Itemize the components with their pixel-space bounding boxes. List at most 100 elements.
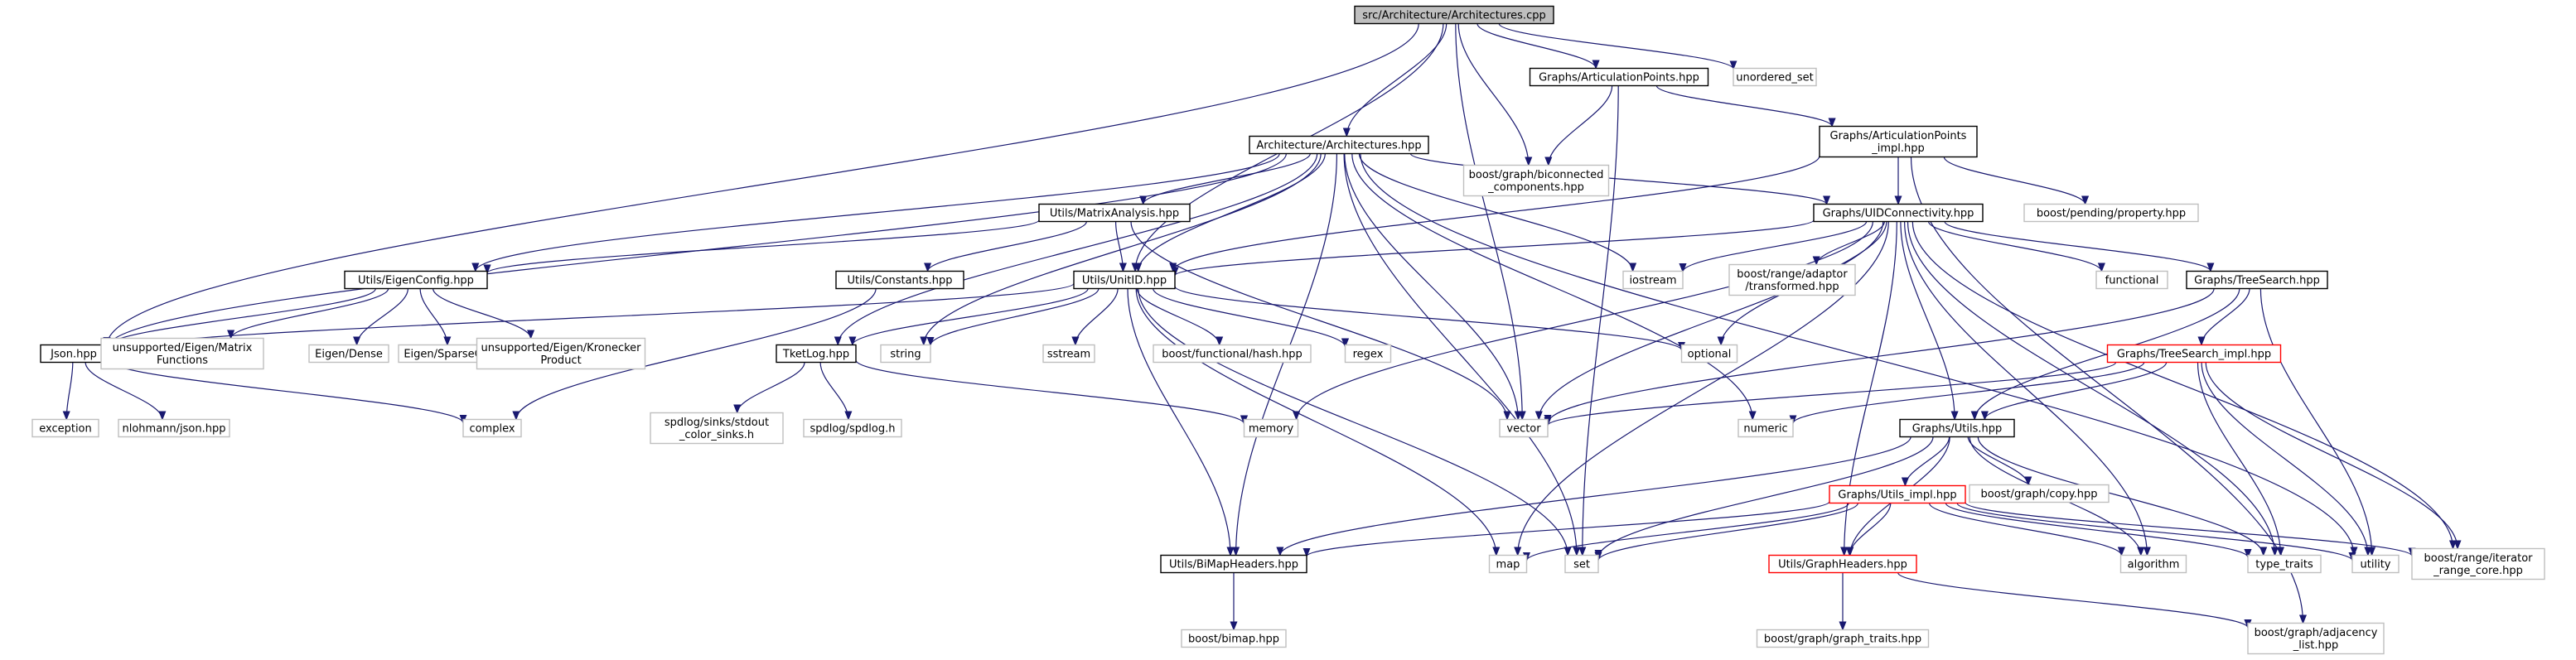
node-label: boost/range/iterator bbox=[2424, 552, 2533, 565]
node-exception: exception bbox=[31, 418, 99, 438]
node-box bbox=[2247, 554, 2322, 574]
node-label: _range_core.hpp bbox=[2433, 565, 2523, 577]
edge-tree_search-to-utility bbox=[2259, 288, 2371, 556]
node-label: spdlog/spdlog.h bbox=[810, 423, 896, 436]
node-tketlog[interactable]: TketLog.hpp bbox=[776, 344, 857, 364]
node-spdlog: spdlog/spdlog.h bbox=[803, 418, 902, 438]
node-box bbox=[1462, 164, 1610, 197]
edge-uid_connectivity-to-functional bbox=[1928, 221, 2102, 272]
node-box bbox=[2186, 270, 2328, 290]
node-box bbox=[476, 337, 646, 370]
edge-tree_search_impl-to-numeric bbox=[1793, 362, 2145, 424]
node-box bbox=[1344, 344, 1392, 364]
node-iterator-range-core: boost/range/iterator_range_core.hpp bbox=[2411, 547, 2545, 581]
node-matrix-analysis[interactable]: Utils/MatrixAnalysis.hpp bbox=[1038, 203, 1191, 223]
node-biconnected: boost/graph/biconnected_components.hpp bbox=[1462, 164, 1610, 197]
node-box bbox=[1899, 418, 2015, 438]
node-eigen-dense: Eigen/Dense bbox=[308, 344, 389, 364]
node-box bbox=[1249, 135, 1429, 155]
node-architectures-hpp[interactable]: Architecture/Architectures.hpp bbox=[1249, 135, 1429, 155]
node-tree-search[interactable]: Graphs/TreeSearch.hpp bbox=[2186, 270, 2328, 290]
edge-eigen_config-to-eigen_matrix_functions bbox=[231, 288, 389, 339]
edge-unit_id-to-functional_hash bbox=[1136, 288, 1219, 345]
edge-architectures_hpp-to-vector bbox=[1344, 153, 1518, 420]
node-bimap-headers[interactable]: Utils/BiMapHeaders.hpp bbox=[1160, 554, 1307, 574]
edges-layer bbox=[66, 22, 2458, 630]
edge-unit_id-to-string bbox=[930, 288, 1100, 346]
edge-uid_connectivity-to-graph_headers bbox=[1844, 221, 1897, 556]
edge-utils_impl-to-set bbox=[1598, 503, 1858, 561]
node-box bbox=[1153, 344, 1312, 364]
node-root[interactable]: src/Architecture/Architectures.cpp bbox=[1354, 5, 1554, 25]
edge-architectures_hpp-to-eigen_config bbox=[476, 153, 1280, 272]
edge-uid_connectivity-to-graphs_utils bbox=[1900, 221, 1955, 420]
edge-tree_search_impl-to-type_traits bbox=[2197, 362, 2281, 556]
edge-architectures_hpp-to-iostream bbox=[1358, 153, 1632, 272]
edge-architectures_hpp-to-matrix_analysis bbox=[1143, 153, 1311, 205]
edge-eigen_config-to-eigen_dense bbox=[357, 288, 408, 345]
node-label: unsupported/Eigen/Matrix bbox=[113, 342, 253, 354]
node-tree-search-impl[interactable]: Graphs/TreeSearch_impl.hpp bbox=[2106, 344, 2282, 364]
node-eigen-config[interactable]: Utils/EigenConfig.hpp bbox=[344, 270, 488, 290]
node-label: boost/graph/copy.hpp bbox=[1981, 489, 2098, 501]
node-label: boost/graph/biconnected bbox=[1469, 169, 1604, 181]
node-box bbox=[1756, 629, 1930, 648]
node-range-transformed: boost/range/adaptor/transformed.hpp bbox=[1728, 263, 1856, 296]
edge-utils_impl-to-map bbox=[1527, 503, 1849, 561]
edge-tree_search-to-tree_search_impl bbox=[2201, 288, 2250, 345]
edge-constants-to-complex bbox=[516, 288, 877, 420]
node-unit-id[interactable]: Utils/UnitID.hpp bbox=[1073, 270, 1176, 290]
node-box bbox=[31, 418, 99, 438]
node-label: Graphs/Utils_impl.hpp bbox=[1838, 489, 1956, 502]
edge-articulation_points-to-ap_impl bbox=[1655, 85, 1832, 127]
node-label: Utils/BiMapHeaders.hpp bbox=[1169, 559, 1298, 571]
node-label: boost/graph/graph_traits.hpp bbox=[1764, 634, 1921, 646]
edge-matrix_analysis-to-constants bbox=[928, 221, 1087, 272]
edge-json-to-exception bbox=[66, 362, 74, 420]
edge-root-to-biconnected bbox=[1457, 23, 1529, 166]
node-label: Architecture/Architectures.hpp bbox=[1256, 140, 1421, 152]
edge-graph_headers-to-adjacency_list bbox=[1897, 571, 2248, 629]
edge-matrix_analysis-to-unit_id bbox=[1115, 221, 1124, 272]
node-vector: vector bbox=[1499, 418, 1549, 438]
node-uid-connectivity[interactable]: Graphs/UIDConnectivity.hpp bbox=[1813, 203, 1984, 223]
node-label: _list.hpp bbox=[2293, 639, 2338, 652]
node-graph-headers[interactable]: Utils/GraphHeaders.hpp bbox=[1768, 554, 1917, 574]
node-utility: utility bbox=[2351, 554, 2400, 574]
node-label: set bbox=[1573, 559, 1590, 571]
node-constants[interactable]: Utils/Constants.hpp bbox=[835, 270, 964, 290]
node-map: map bbox=[1488, 554, 1528, 574]
node-label: Eigen/SparseCore bbox=[404, 349, 499, 361]
node-memory: memory bbox=[1243, 418, 1299, 438]
node-label: functional bbox=[2105, 275, 2159, 287]
node-articulation-points[interactable]: Graphs/ArticulationPoints.hpp bbox=[1529, 67, 1709, 87]
edge-tketlog-to-memory bbox=[855, 359, 1245, 424]
node-box bbox=[118, 418, 230, 438]
node-json[interactable]: Json.hpp bbox=[40, 344, 108, 364]
node-label: Graphs/UIDConnectivity.hpp bbox=[1823, 208, 1974, 220]
node-ap-impl[interactable]: Graphs/ArticulationPoints_impl.hpp bbox=[1819, 125, 1978, 158]
node-box bbox=[1499, 418, 1549, 438]
node-utils-impl[interactable]: Graphs/Utils_impl.hpp bbox=[1829, 484, 1966, 504]
edge-unit_id-to-sstream bbox=[1075, 288, 1119, 345]
edge-unit_id-to-map bbox=[1135, 288, 1496, 556]
node-label: Graphs/ArticulationPoints.hpp bbox=[1539, 72, 1699, 84]
node-label: TketLog.hpp bbox=[782, 349, 849, 361]
edge-tree_search_impl-to-utility bbox=[2201, 362, 2368, 556]
node-box bbox=[1737, 418, 1794, 438]
node-optional: optional bbox=[1680, 344, 1738, 364]
node-string: string bbox=[880, 344, 931, 364]
edge-utils_impl-to-bimap_headers bbox=[1307, 501, 1830, 557]
node-label: regex bbox=[1353, 349, 1384, 361]
edge-unit_id-to-set bbox=[1138, 288, 1568, 556]
node-label: Json.hpp bbox=[50, 349, 97, 361]
node-graphs-utils[interactable]: Graphs/Utils.hpp bbox=[1899, 418, 2015, 438]
edge-root-to-articulation_points bbox=[1476, 23, 1596, 69]
node-label: Eigen/Dense bbox=[315, 349, 383, 361]
node-label: unordered_set bbox=[1736, 72, 1813, 84]
edge-matrix_analysis-to-eigen_config bbox=[487, 219, 1040, 274]
edge-architectures_hpp-to-string bbox=[924, 153, 1322, 345]
edge-uid_connectivity-to-iostream bbox=[1683, 221, 1868, 272]
edge-articulation_points-to-biconnected bbox=[1549, 85, 1613, 166]
